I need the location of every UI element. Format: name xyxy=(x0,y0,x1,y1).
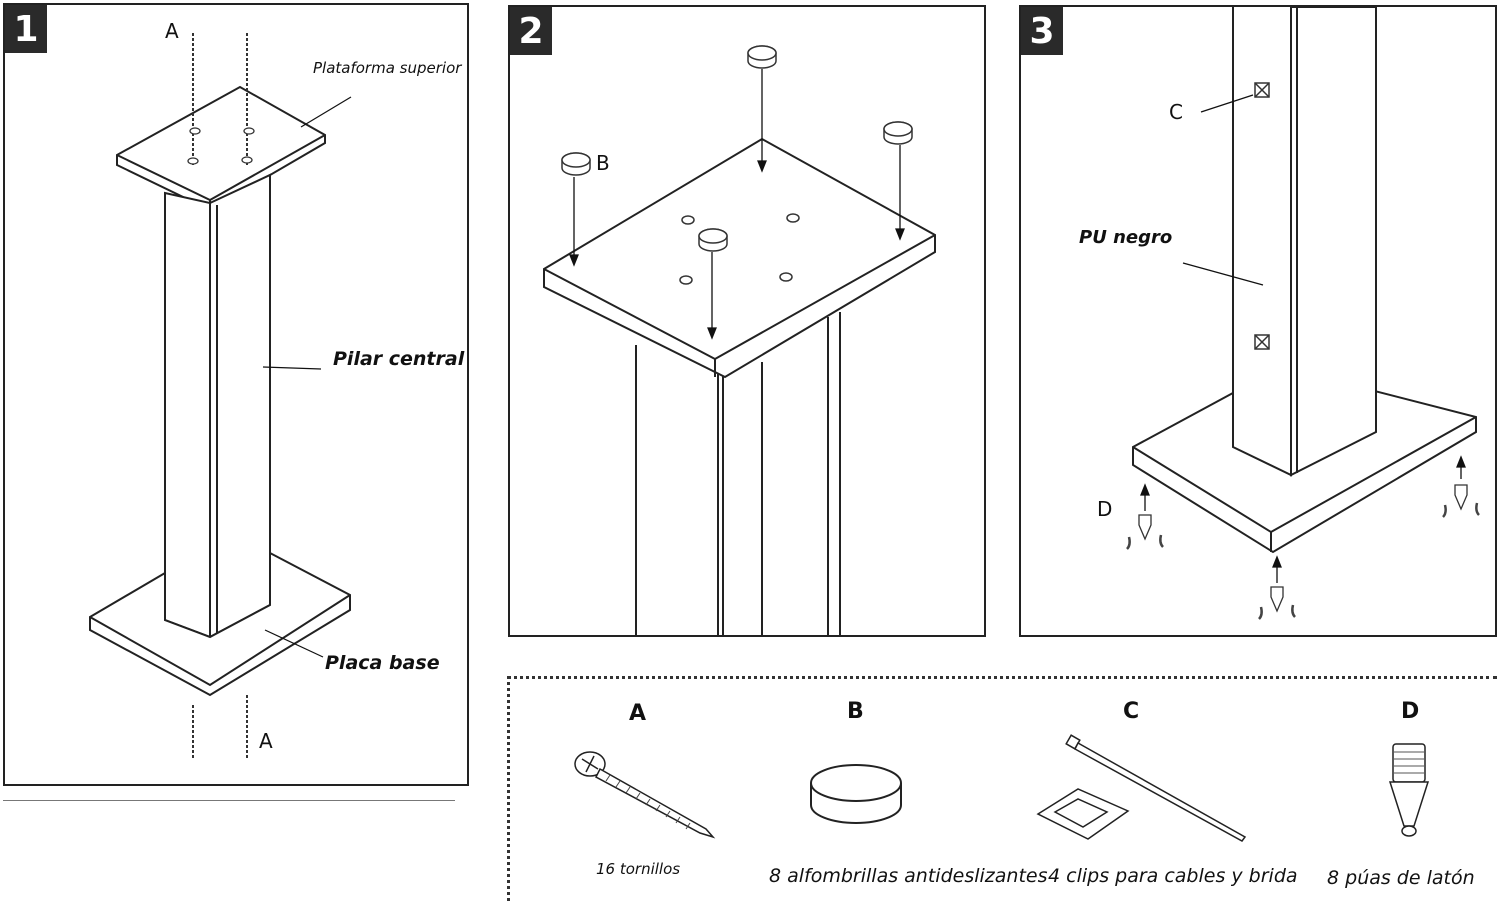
step-number-badge: 3 xyxy=(1021,7,1063,55)
part-letter-c: C xyxy=(1169,100,1183,124)
part-caption: 4 clips para cables y brida xyxy=(1048,865,1298,887)
part-letter-a-top: A xyxy=(165,19,179,43)
label-pu-black: PU negro xyxy=(1079,227,1173,248)
separator-line xyxy=(3,800,455,801)
step-number-badge: 1 xyxy=(5,5,47,53)
label-central-pillar: Pilar central xyxy=(333,348,465,370)
step-2-panel: 2 B xyxy=(508,5,986,637)
step-number-badge: 2 xyxy=(510,7,552,55)
step-2-illustration xyxy=(543,45,936,637)
parts-icons xyxy=(574,734,1430,842)
step-1-panel: 1 A Plataforma superior Pilar central Pl… xyxy=(3,3,469,786)
parts-list: A B C D 16 tornillos 8 alfombrillas anti… xyxy=(507,676,1497,901)
label-top-platform: Plataforma superior xyxy=(313,59,462,77)
part-caption: 8 alfombrillas antideslizantes xyxy=(769,865,1048,887)
step-1-illustration xyxy=(89,33,352,760)
step-3-illustration xyxy=(1126,7,1480,620)
part-letter-a-bottom: A xyxy=(259,729,273,753)
part-letter: D xyxy=(1401,699,1420,724)
label-base-plate: Placa base xyxy=(325,652,440,674)
part-letter-d: D xyxy=(1097,497,1113,521)
part-letter: A xyxy=(629,701,647,726)
part-letter: B xyxy=(847,699,864,724)
screw-icon xyxy=(574,751,716,839)
step-3-panel: 3 C PU negro D xyxy=(1019,5,1497,637)
part-caption: 16 tornillos xyxy=(596,860,681,878)
part-letter: C xyxy=(1123,699,1140,724)
pad-icon xyxy=(810,764,902,824)
cable-clip-icon xyxy=(1036,734,1247,842)
spike-icon xyxy=(1388,743,1430,837)
part-caption: 8 púas de latón xyxy=(1327,867,1475,889)
part-letter-b: B xyxy=(596,151,610,175)
